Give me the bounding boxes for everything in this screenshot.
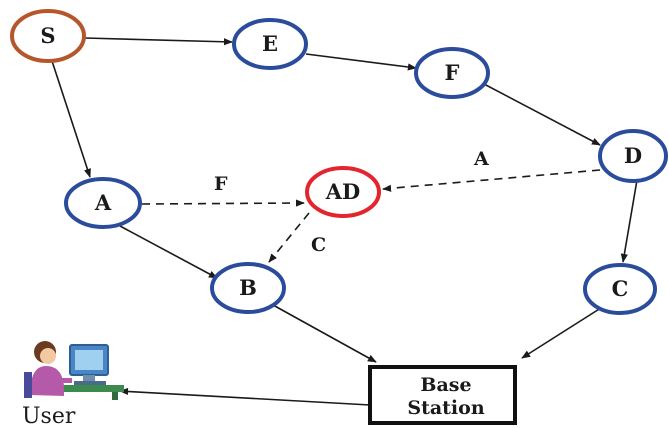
node-b: B: [210, 262, 286, 314]
edge-f-d: [483, 83, 601, 146]
node-c-label: C: [612, 276, 629, 301]
node-d: D: [598, 129, 668, 183]
node-f-label: F: [445, 60, 460, 85]
node-e: E: [232, 18, 308, 70]
node-s: S: [10, 9, 86, 63]
node-s-label: S: [40, 23, 55, 48]
edge-ad-b: [268, 212, 310, 263]
node-ad: AD: [305, 166, 381, 218]
node-c: C: [583, 263, 657, 315]
edge-label-c: C: [311, 234, 326, 256]
dashed-edges: [141, 169, 601, 263]
node-b-label: B: [239, 275, 257, 300]
edge-s-a: [51, 60, 91, 178]
base-station: Base Station: [368, 365, 517, 425]
edge-d-ad: [382, 169, 601, 192]
user-label: User: [22, 404, 76, 428]
edge-label-f: F: [214, 173, 228, 195]
node-a: A: [64, 177, 142, 229]
node-d-label: D: [624, 143, 642, 168]
edge-a-b: [119, 225, 218, 279]
edge-e-f: [305, 53, 417, 71]
node-f: F: [414, 47, 490, 99]
solid-edges: [51, 37, 638, 406]
edge-c-bs: [521, 305, 605, 359]
edge-s-e: [84, 37, 233, 46]
node-e-label: E: [262, 31, 278, 56]
node-ad-label: AD: [325, 179, 361, 204]
edge-b-bs: [272, 304, 377, 363]
node-a-label: A: [94, 190, 112, 215]
edge-label-a: A: [473, 148, 489, 170]
base-station-line2: Station: [407, 397, 484, 419]
edge-bs-user: [119, 387, 371, 406]
edge-d-c: [620, 179, 638, 263]
user-at-computer-icon: [24, 341, 124, 400]
base-station-line1: Base: [420, 374, 471, 396]
edge-a-ad: [141, 199, 305, 207]
